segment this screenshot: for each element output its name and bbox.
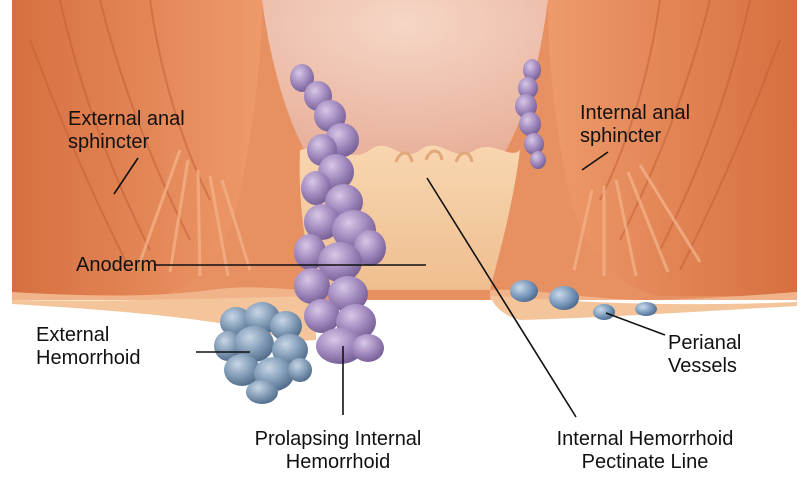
label-line: External anal [68, 108, 185, 131]
label-external-anal-sphincter: External anal sphincter [68, 108, 185, 154]
label-line: Perianal [668, 332, 741, 355]
label-line: sphincter [68, 131, 185, 154]
label-line: Prolapsing Internal [212, 428, 464, 451]
label-internal-anal-sphincter: Internal anal sphincter [580, 102, 690, 148]
label-line: External [36, 324, 140, 347]
label-line: Pectinate Line [512, 451, 778, 474]
label-line: Hemorrhoid [36, 347, 140, 370]
label-line: Vessels [668, 355, 741, 378]
label-external-hemorrhoid: External Hemorrhoid [36, 324, 140, 370]
label-line: sphincter [580, 125, 690, 148]
label-perianal-vessels: Perianal Vessels [668, 332, 741, 378]
label-anoderm: Anoderm [76, 254, 157, 277]
label-prolapsing-internal-hemorrhoid: Prolapsing Internal Hemorrhoid [212, 428, 464, 474]
label-internal-hemorrhoid-pectinate-line: Internal Hemorrhoid Pectinate Line [512, 428, 778, 474]
label-line: Internal Hemorrhoid [512, 428, 778, 451]
label-line: Hemorrhoid [212, 451, 464, 474]
label-line: Internal anal [580, 102, 690, 125]
